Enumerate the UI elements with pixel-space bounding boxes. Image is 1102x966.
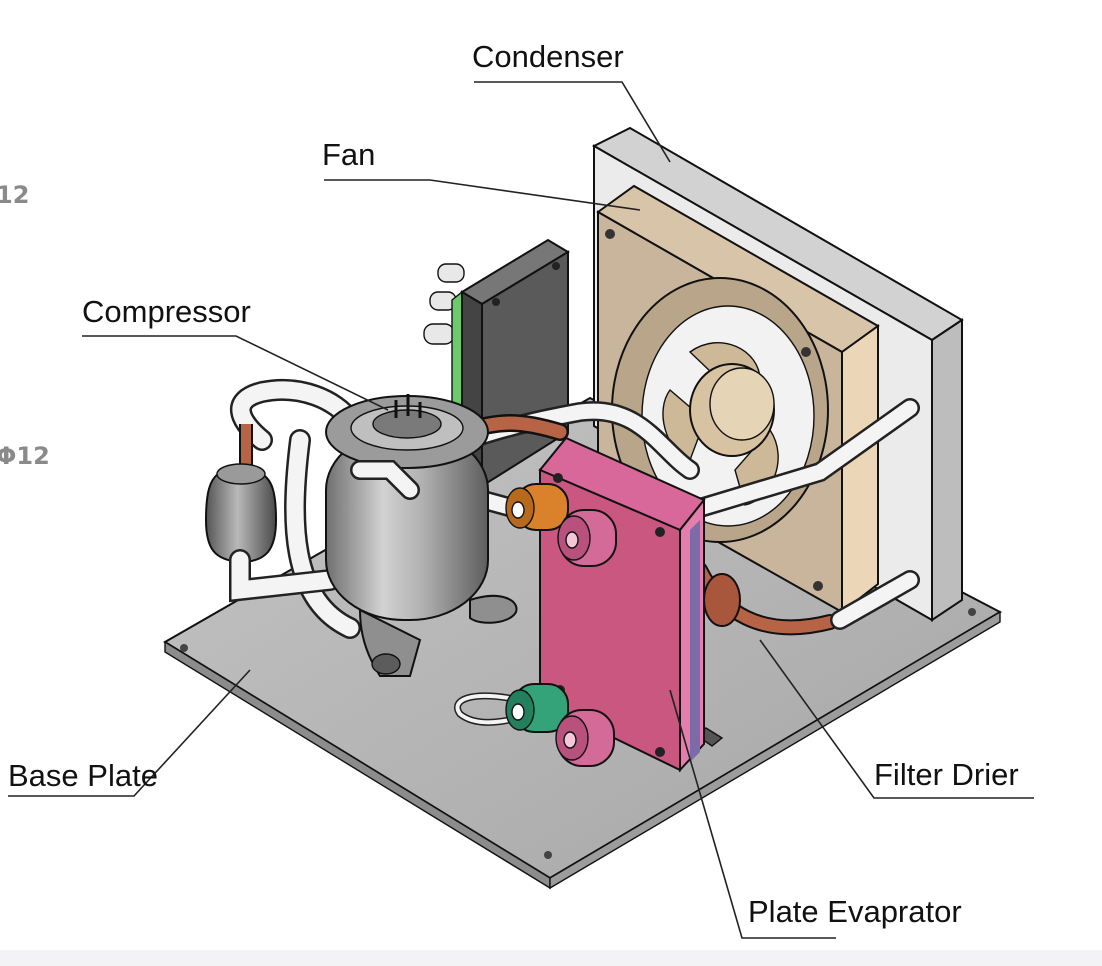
- leader-plate-evaporator: [669, 689, 836, 939]
- leader-condenser: [474, 81, 671, 163]
- label-plate-evaporator: Plate Evaprator: [748, 894, 962, 929]
- label-condenser: Condenser: [472, 39, 624, 74]
- evaporator-port-lower: [555, 709, 615, 767]
- compressor: [325, 394, 518, 677]
- green-outlet-fitting: [505, 683, 569, 733]
- bottom-band: [0, 950, 1102, 966]
- label-base-plate: Base Plate: [8, 758, 158, 793]
- leader-lines: [8, 81, 1034, 939]
- edge-mark-upper: 12: [0, 181, 29, 209]
- leader-compressor: [82, 335, 389, 411]
- evaporator-port-upper: [557, 509, 617, 567]
- plate-evaporator: [505, 436, 724, 773]
- edge-mark-lower: Φ12: [0, 442, 50, 470]
- label-compressor: Compressor: [82, 294, 251, 329]
- filter-drier: [692, 562, 838, 636]
- accumulator: [204, 424, 341, 603]
- leader-fan: [324, 179, 641, 211]
- fan: [596, 184, 880, 615]
- refrigerant-pipes: [230, 378, 920, 726]
- orange-inlet-fitting: [505, 483, 569, 531]
- leader-base-plate: [8, 669, 251, 797]
- leader-filter-drier: [759, 639, 1034, 799]
- label-filter-drier: Filter Drier: [874, 757, 1019, 792]
- label-fan: Fan: [322, 137, 375, 172]
